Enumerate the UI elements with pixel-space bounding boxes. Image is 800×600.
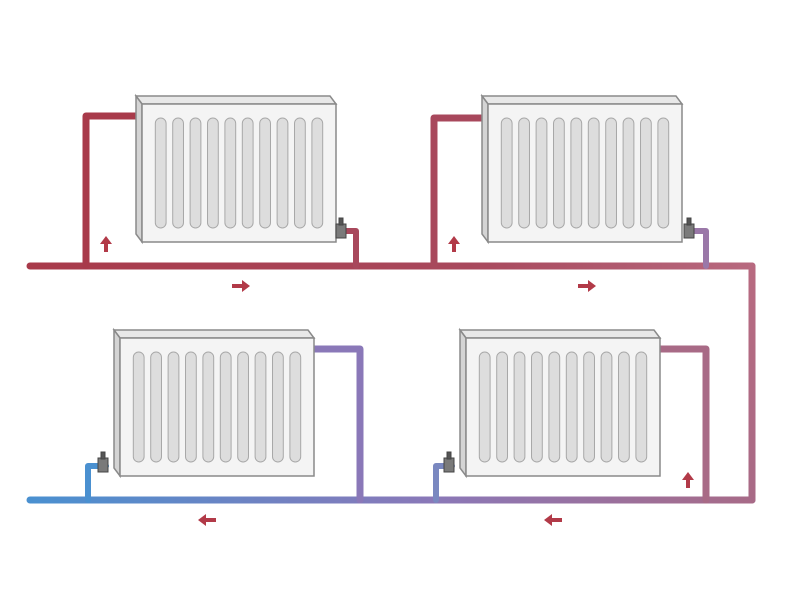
radiator-fin — [185, 351, 197, 463]
radiator-fin — [587, 117, 600, 229]
radiator-fin — [189, 117, 202, 229]
radiator-fin — [565, 351, 578, 463]
radiator-fin — [311, 117, 324, 229]
radiator-fin — [513, 351, 526, 463]
radiator-top-right — [480, 93, 684, 245]
radiator-fin — [207, 117, 219, 229]
valve-bottom-right-icon — [443, 451, 455, 473]
radiator-top-left — [134, 93, 338, 245]
radiator-fin — [224, 117, 237, 229]
radiator-fin — [500, 117, 513, 229]
supply-main-pipe — [26, 262, 756, 280]
flow-arrow-up-left-riser-icon — [100, 236, 112, 252]
radiator-fin — [150, 351, 162, 463]
return-branch-top-left — [339, 228, 359, 269]
supply-branch-top-right — [430, 114, 490, 270]
radiator-fin — [219, 351, 232, 463]
radiator-fin — [241, 117, 254, 229]
radiator-fin — [518, 117, 530, 229]
radiator-fin — [154, 117, 167, 229]
radiator-fin — [618, 351, 630, 463]
radiator-bottom-left — [112, 327, 316, 479]
flow-arrow-right-supply-2-icon — [578, 280, 596, 292]
return-branch-top-right — [687, 228, 709, 269]
radiator-fin — [622, 117, 635, 229]
radiator-fin — [289, 351, 302, 463]
radiator-fin — [259, 117, 271, 229]
radiator-fin — [172, 117, 184, 229]
supply-branch-bottom-left — [308, 345, 364, 504]
radiator-fin — [657, 117, 670, 229]
valve-top-right-icon — [683, 217, 695, 239]
flow-arrow-right-supply-1-icon — [232, 280, 250, 292]
radiator-fin — [548, 351, 561, 463]
flow-arrow-left-return-2-icon — [544, 514, 562, 526]
supply-branch-bottom-right — [654, 345, 710, 504]
radiator-fin — [496, 351, 508, 463]
radiator-fin — [132, 351, 145, 463]
radiator-fin — [583, 351, 595, 463]
radiator-fin — [531, 351, 543, 463]
right-riser-pipe — [736, 262, 756, 504]
radiator-fin — [294, 117, 306, 229]
radiator-bottom-right — [458, 327, 662, 479]
radiator-fin — [535, 117, 548, 229]
radiator-fin — [570, 117, 583, 229]
radiator-fin — [640, 117, 652, 229]
flow-arrow-left-return-1-icon — [198, 514, 216, 526]
radiator-fin — [202, 351, 215, 463]
radiator-fin — [237, 351, 249, 463]
radiator-fin — [254, 351, 267, 463]
supply-branch-top-left — [82, 112, 144, 270]
radiator-fin — [635, 351, 648, 463]
valve-top-left-icon — [335, 217, 347, 239]
radiator-fin — [272, 351, 284, 463]
flow-arrow-up-right-riser-icon — [448, 236, 460, 252]
radiator-fin — [605, 117, 617, 229]
radiator-fin — [553, 117, 565, 229]
radiator-fin — [478, 351, 491, 463]
radiator-fin — [600, 351, 613, 463]
flow-arrow-up-lower-riser-icon — [682, 472, 694, 488]
radiator-fin — [276, 117, 289, 229]
valve-bottom-left-icon — [97, 451, 109, 473]
radiator-fin — [167, 351, 180, 463]
